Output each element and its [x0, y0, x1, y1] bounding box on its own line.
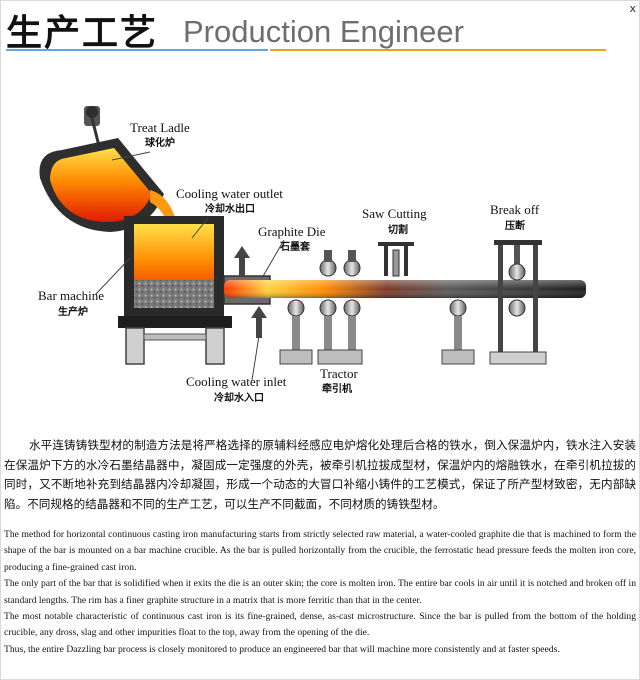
machine-leg-right — [205, 327, 225, 365]
tractor — [279, 250, 475, 365]
title-underline-blue — [6, 49, 268, 51]
ladle-molten-iron — [50, 148, 152, 222]
chinese-description: 水平连铸铸铁型材的制造方法是将严格选择的原辅料经感应电炉熔化处理后合格的铁水，倒… — [4, 438, 636, 511]
label-tractor-cn: 牵引机 — [322, 382, 352, 395]
label-cooling-inlet-en: Cooling water inlet — [186, 374, 287, 389]
machine-leg-left — [125, 327, 145, 365]
bottom-rollers — [287, 299, 467, 317]
roller-stands — [279, 316, 475, 365]
label-bar-machine-cn: 生产炉 — [58, 305, 88, 318]
page-title-english: Production Engineer — [183, 14, 464, 49]
cooling-water-outlet-arrow — [234, 246, 250, 276]
label-break-off-cn: 压断 — [505, 219, 525, 232]
label-cooling-outlet-cn: 冷却水出口 — [205, 202, 255, 215]
top-rollers — [319, 250, 361, 277]
cooling-water-inlet-arrow — [251, 306, 267, 338]
english-paragraph: The most notable characteristic of conti… — [4, 611, 636, 639]
title-underline-orange — [270, 49, 606, 51]
english-paragraph: The only part of the bar that is solidif… — [4, 578, 636, 606]
english-description: The method for horizontal continuous cas… — [4, 527, 636, 658]
process-diagram: Treat Ladle 球化炉 Cooling water outlet 冷却水… — [38, 106, 586, 404]
label-saw-cutting-en: Saw Cutting — [362, 206, 427, 221]
crucible-lining — [134, 280, 214, 308]
english-paragraph: The method for horizontal continuous cas… — [4, 529, 636, 573]
label-saw-cutting-cn: 切割 — [388, 223, 408, 236]
page-title-chinese: 生产工艺 — [6, 13, 159, 54]
label-cooling-inlet-cn: 冷却水入口 — [214, 391, 264, 404]
corner-mark: x — [629, 2, 636, 15]
label-break-off-en: Break off — [490, 202, 540, 217]
label-treat-ladle-en: Treat Ladle — [130, 120, 190, 135]
label-tractor-en: Tractor — [320, 366, 358, 381]
english-paragraph: Thus, the entire Dazzling bar process is… — [4, 643, 560, 655]
saw-cutting — [378, 242, 414, 277]
label-bar-machine-en: Bar machine — [38, 288, 104, 303]
label-treat-ladle-cn: 球化炉 — [145, 136, 175, 149]
bar-machine — [118, 216, 232, 365]
leader-lines — [95, 151, 285, 381]
label-graphite-die-cn: 石墨套 — [279, 240, 311, 253]
break-off-press — [489, 240, 547, 365]
label-cooling-outlet-en: Cooling water outlet — [176, 186, 283, 201]
label-graphite-die-en: Graphite Die — [258, 224, 326, 239]
